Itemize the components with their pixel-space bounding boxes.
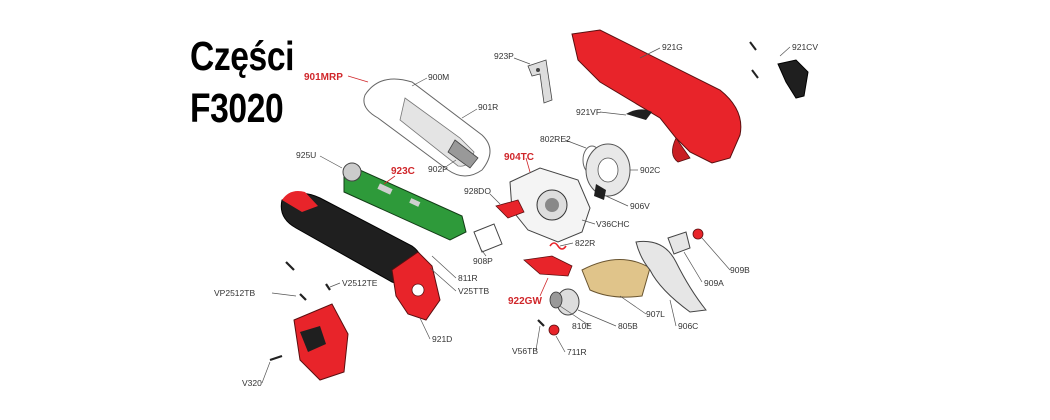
label-901mrp: 901MRP — [304, 72, 343, 83]
screws — [269, 261, 545, 362]
label-802re2: 802RE2 — [540, 134, 571, 144]
part-906v — [594, 184, 606, 200]
label-811r: 811R — [458, 273, 478, 283]
part-923c-circuit-board — [342, 162, 467, 241]
label-909a: 909A — [704, 278, 724, 288]
label-805b: 805B — [618, 321, 638, 331]
part-822r-spring — [549, 242, 567, 250]
part-904tc-housing — [509, 167, 591, 243]
label-vp2512tb: VP2512TB — [214, 288, 255, 298]
label-906v: 906V — [630, 201, 650, 211]
label-928do: 928DO — [464, 186, 491, 196]
label-921cv: 921CV — [792, 42, 818, 52]
label-909b: 909B — [730, 265, 750, 275]
label-900m: 900M — [428, 72, 449, 82]
label-906c: 906C — [678, 321, 698, 331]
leader-lines — [261, 46, 791, 384]
label-904tc: 904TC — [504, 152, 534, 163]
label-923c: 923C — [391, 166, 415, 177]
label-907l: 907L — [646, 309, 665, 319]
part-923p-clip — [527, 59, 553, 104]
part-922gw — [523, 255, 573, 277]
label-921vf: 921VF — [576, 107, 601, 117]
label-925u: 925U — [296, 150, 316, 160]
part-921d-head — [391, 251, 441, 321]
label-810e: 810E — [572, 321, 592, 331]
part-928do — [495, 199, 525, 219]
label-v2512te: V2512TE — [342, 278, 378, 288]
part-901mrp-battery — [363, 78, 491, 177]
label-921g: 921G — [662, 42, 683, 52]
label-711r: 711R — [567, 347, 587, 357]
label-822r: 822R — [575, 238, 595, 248]
part-921vf — [626, 109, 652, 120]
part-909a — [667, 231, 691, 255]
part-711r — [548, 324, 560, 336]
label-901r: 901R — [478, 102, 498, 112]
part-810e — [549, 291, 563, 309]
label-v25ttb: V25TTB — [458, 286, 490, 296]
label-v56tb: V56TB — [512, 346, 538, 356]
page-title: Części F3020 — [190, 30, 294, 134]
label-v36chc: V36CHC — [596, 219, 630, 229]
label-v320: V320 — [242, 378, 262, 388]
part-902c-disk — [585, 143, 631, 197]
label-923p: 923P — [494, 51, 514, 61]
part-907l-blade — [581, 259, 651, 298]
label-908p: 908P — [473, 256, 493, 266]
label-922gw: 922GW — [508, 296, 542, 307]
title-line-model: F3020 — [190, 85, 284, 131]
part-906c-blade — [635, 240, 707, 313]
title-line-parts: Części — [190, 33, 295, 79]
label-902p: 902P — [428, 164, 448, 174]
label-902c: 902C — [640, 165, 660, 175]
part-lower-cover — [293, 303, 349, 381]
part-909b — [692, 228, 704, 240]
part-908p-cylinder — [473, 223, 503, 253]
part-921cv — [749, 41, 809, 99]
part-921g-upper-cover — [571, 29, 742, 164]
label-921d: 921D — [432, 334, 452, 344]
part-labels: 901MRP 900M 901R 902P 923P 921G 921CV 92… — [214, 42, 818, 388]
